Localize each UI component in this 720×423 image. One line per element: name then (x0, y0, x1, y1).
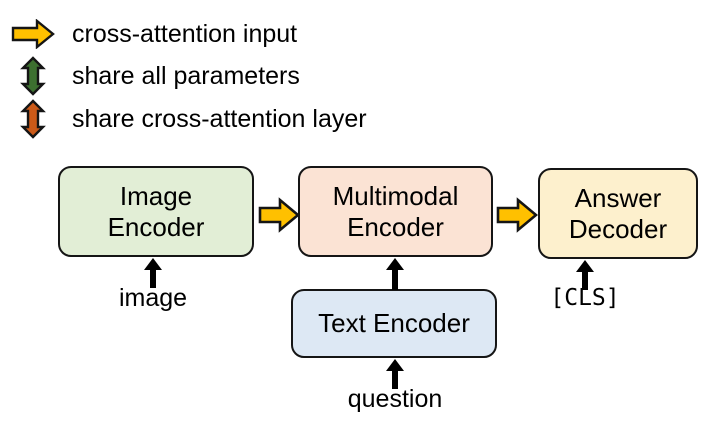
multimodal-to-answer-arrow (496, 197, 539, 238)
image-to-multimodal-arrow (258, 197, 301, 238)
legend-item-cross-attention-input: cross-attention input (10, 14, 297, 54)
double-vertical-arrow-icon-green (10, 56, 56, 96)
node-answer-decoder-line2: Decoder (568, 213, 668, 244)
node-text-encoder[interactable]: Text Encoder (291, 289, 497, 358)
question-input-arrow (382, 359, 408, 394)
question-input-label: question (347, 385, 443, 413)
node-image-encoder[interactable]: Image Encoder (58, 166, 254, 257)
node-answer-decoder[interactable]: Answer Decoder (538, 168, 698, 259)
double-vertical-arrow-icon-orange (10, 99, 56, 139)
legend-item-share-all-parameters: share all parameters (10, 56, 300, 96)
cls-input-label: [CLS] (550, 285, 620, 311)
image-input-label: image (118, 284, 188, 312)
node-multimodal-encoder[interactable]: Multimodal Encoder (298, 166, 493, 257)
image-input-arrow (140, 258, 166, 293)
node-image-encoder-line2: Encoder (107, 211, 205, 242)
legend-label-cross-attention-input: cross-attention input (72, 19, 298, 48)
right-arrow-icon (10, 14, 56, 54)
node-multimodal-encoder-line2: Encoder (347, 211, 444, 242)
node-text-encoder-line1: Text Encoder (318, 308, 470, 339)
node-answer-decoder-line1: Answer (574, 182, 662, 213)
text-to-multimodal-arrow (382, 258, 408, 295)
cls-input-arrow (572, 260, 598, 295)
legend-item-share-cross-attention-layer: share cross-attention layer (10, 99, 367, 139)
legend-label-share-all-parameters: share all parameters (72, 61, 300, 90)
legend-label-share-cross-attention-layer: share cross-attention layer (72, 104, 367, 133)
node-multimodal-encoder-line1: Multimodal (332, 180, 459, 211)
node-image-encoder-line1: Image (119, 180, 193, 211)
